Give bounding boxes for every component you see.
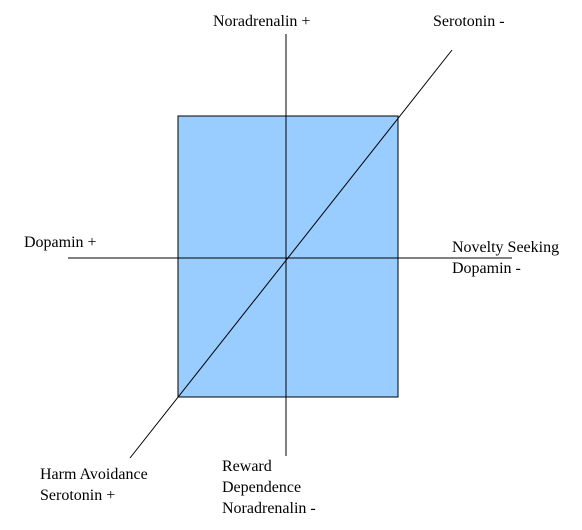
label-reward-dependence-line-3: Noradrenalin - [222, 500, 316, 517]
label-noradrenalin-plus: Noradrenalin + [213, 13, 311, 30]
label-novelty-seeking-line-1: Novelty Seeking [452, 239, 560, 256]
label-harm-avoidance: Harm Avoidance Serotonin + [40, 464, 148, 506]
label-harm-avoidance-line-2: Serotonin + [40, 487, 116, 504]
label-novelty-seeking: Novelty Seeking Dopamin - [452, 237, 559, 279]
label-harm-avoidance-line-1: Harm Avoidance [40, 466, 148, 483]
label-reward-dependence: Reward Dependence Noradrenalin - [222, 456, 316, 519]
label-reward-dependence-line-1: Reward [222, 458, 272, 475]
label-serotonin-minus: Serotonin - [433, 13, 505, 30]
label-reward-dependence-line-2: Dependence [222, 479, 302, 496]
label-novelty-seeking-line-2: Dopamin - [452, 260, 521, 277]
diagonal-axis [129, 49, 453, 459]
label-dopamin-plus: Dopamin + [24, 234, 97, 251]
